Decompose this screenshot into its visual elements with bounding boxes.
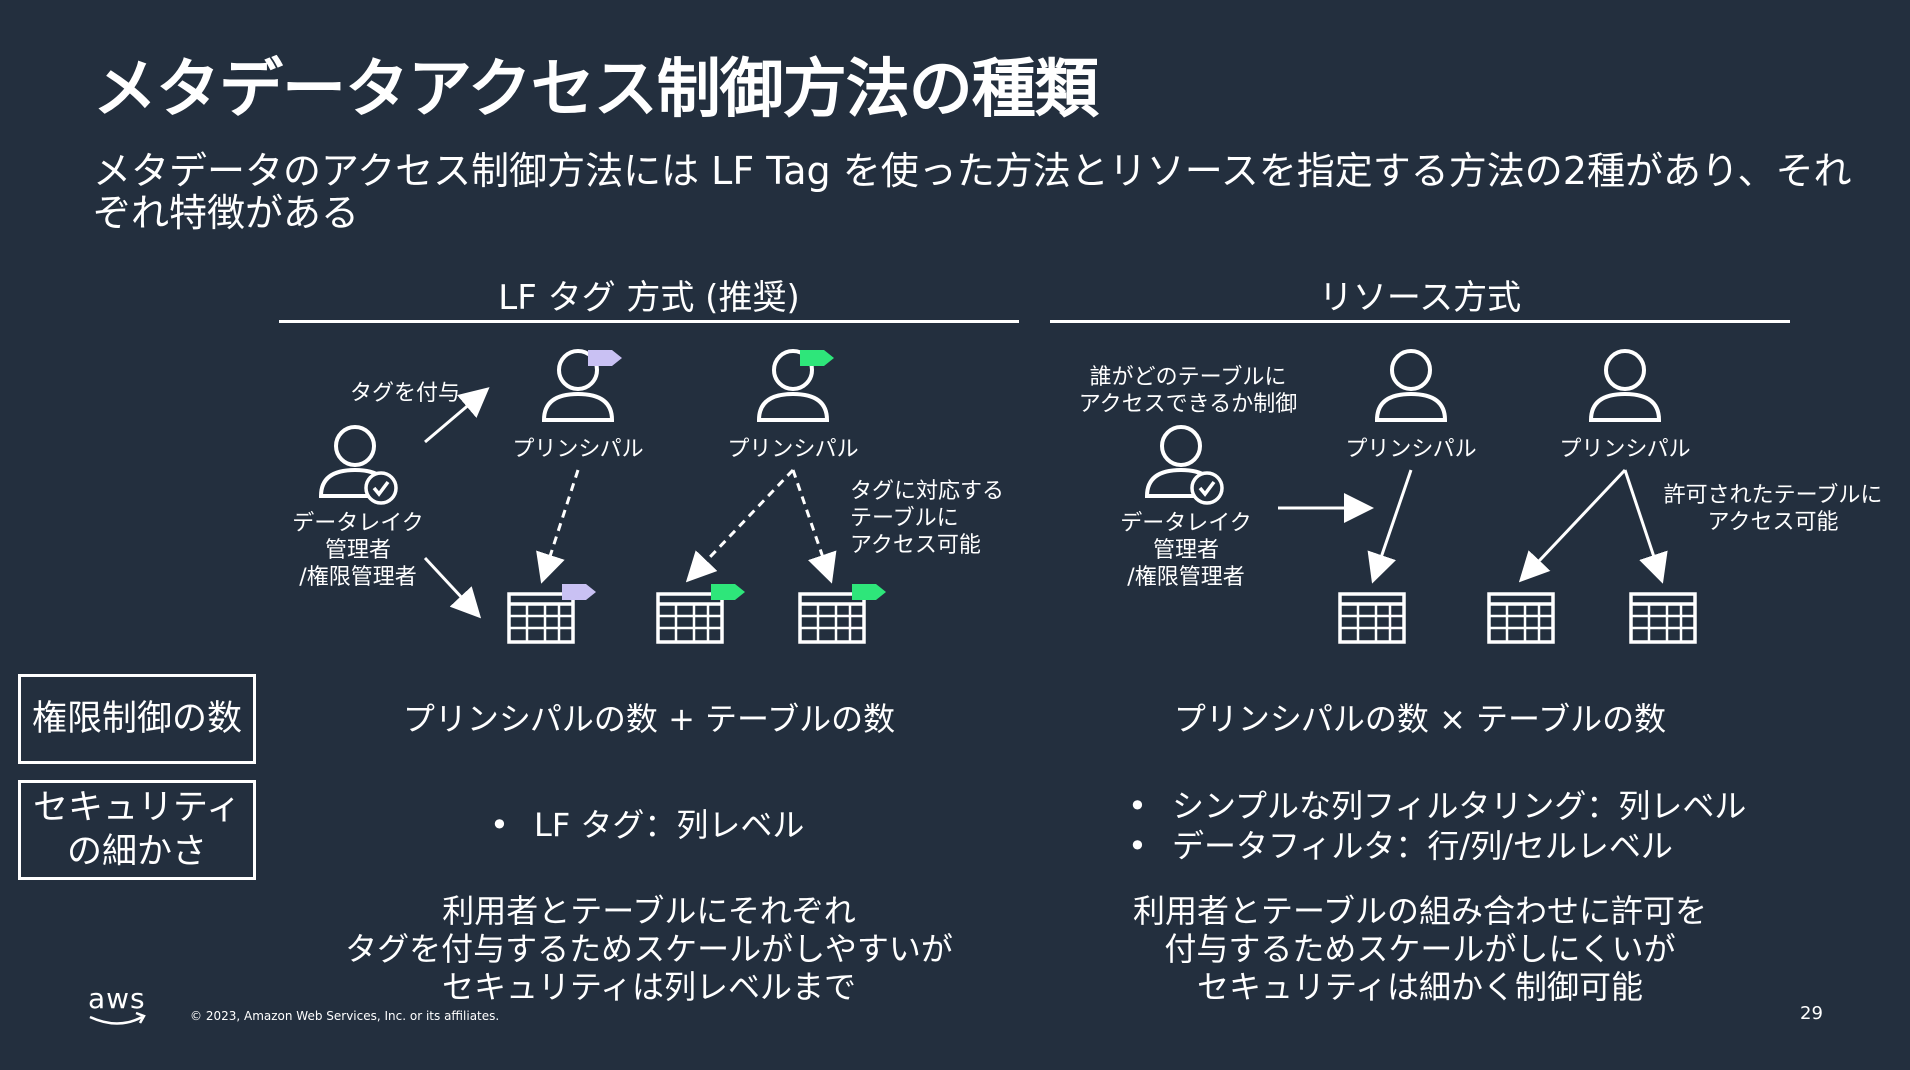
lf-granularity-list: LF タグ：列レベル — [490, 805, 804, 845]
lf-access-note: タグに対応する テーブルに アクセス可能 — [850, 479, 1005, 558]
res-table-3-icon — [1629, 592, 1697, 644]
res-principal-2-label: プリンシパル — [1559, 437, 1691, 462]
lf-admin-label: データレイク 管理者 /権限管理者 — [292, 511, 424, 590]
res-table-1-icon — [1338, 592, 1406, 644]
res-permission-count: プリンシパルの数 × テーブルの数 — [1173, 700, 1667, 738]
res-p2-to-t3-arrow — [1623, 469, 1668, 584]
res-admin-label: データレイク 管理者 /権限管理者 — [1120, 511, 1252, 590]
lf-assign-tag-label: タグを付与 — [350, 381, 461, 406]
res-table-2-icon — [1487, 592, 1555, 644]
lf-p2-to-t2-arrow — [685, 468, 795, 583]
lf-permission-count: プリンシパルの数 + テーブルの数 — [402, 700, 896, 738]
slide-title: メタデータアクセス制御方法の種類 — [93, 53, 1099, 127]
copyright-text: © 2023, Amazon Web Services, Inc. or its… — [190, 1009, 500, 1023]
lf-table-1-tag — [562, 584, 596, 600]
res-principal-2-icon — [1589, 349, 1661, 422]
lf-tag-divider — [279, 320, 1019, 323]
list-item: LF タグ：列レベル — [490, 805, 804, 845]
lf-table-2-icon — [656, 592, 724, 644]
lf-table-2-tag — [711, 584, 745, 600]
res-granularity-list: シンプルな列フィルタリング：列レベル データフィルタ：行/列/セルレベル — [1128, 786, 1746, 866]
lf-table-3-icon — [798, 592, 866, 644]
lf-principal-1-tag — [588, 350, 622, 366]
res-description: 利用者とテーブルの組み合わせに許可を 付与するためスケールがしにくいが セキュリ… — [1132, 892, 1708, 1006]
aws-logo: aws — [88, 982, 146, 1015]
res-principal-1-label: プリンシパル — [1345, 437, 1477, 462]
page-number: 29 — [1800, 1003, 1823, 1024]
list-item: シンプルな列フィルタリング：列レベル — [1128, 786, 1746, 826]
slide-subtitle: メタデータのアクセス制御方法には LF Tag を使った方法とリソースを指定する… — [93, 149, 1852, 235]
lf-assign-arrow — [424, 387, 490, 444]
res-admin-icon — [1145, 425, 1224, 505]
lf-p1-to-t1-arrow — [536, 469, 580, 584]
res-principal-1-icon — [1375, 349, 1447, 422]
lf-tag-heading: LF タグ 方式 (推奨) — [498, 278, 800, 318]
lf-p2-to-t3-arrow — [791, 469, 837, 584]
lf-admin-icon — [319, 425, 398, 505]
resource-divider — [1050, 320, 1790, 323]
lf-principal-2-label: プリンシパル — [727, 437, 859, 462]
resource-heading: リソース方式 — [1318, 278, 1522, 318]
lf-admin-to-table-arrow — [423, 556, 482, 619]
granularity-label: セキュリティ の細かさ — [18, 780, 256, 880]
res-control-note: 誰がどのテーブルに アクセスできるか制御 — [1078, 365, 1298, 417]
aws-smile-icon — [89, 1015, 143, 1025]
lf-description: 利用者とテーブルにそれぞれ タグを付与するためスケールがしやすいが セキュリティ… — [345, 892, 953, 1006]
lf-table-3-tag — [852, 584, 886, 600]
lf-principal-2-tag — [800, 350, 834, 366]
res-access-note: 許可されたテーブルに アクセス可能 — [1663, 483, 1883, 535]
lf-table-1-icon — [507, 592, 575, 644]
list-item: データフィルタ：行/列/セルレベル — [1128, 826, 1746, 866]
res-p1-to-t1-arrow — [1367, 469, 1413, 584]
res-p2-to-t2-arrow — [1518, 468, 1627, 583]
lf-principal-1-label: プリンシパル — [512, 437, 644, 462]
permission-count-label: 権限制御の数 — [18, 674, 256, 764]
